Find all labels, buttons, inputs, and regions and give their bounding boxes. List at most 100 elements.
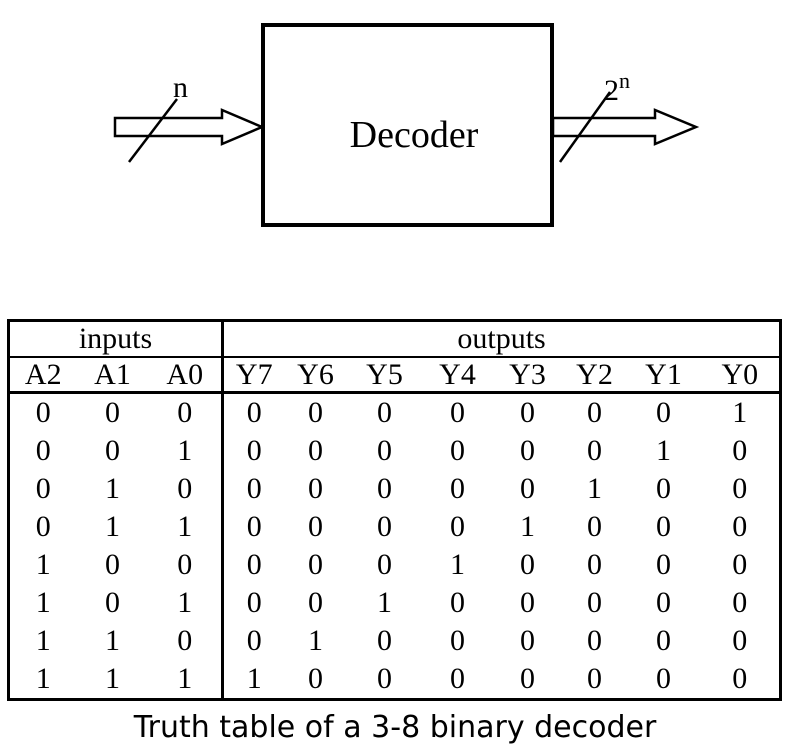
- output-cell: 0: [246, 396, 262, 429]
- output-bus-arrow: [551, 108, 700, 146]
- output-cell: 1: [308, 624, 323, 657]
- input-cell: 0: [148, 622, 224, 660]
- output-width-base: 2: [604, 74, 619, 107]
- output-cell: 0: [587, 548, 602, 581]
- input-cell: 0: [105, 548, 120, 581]
- output-cell: 0: [377, 662, 392, 695]
- output-cell: 0: [656, 548, 671, 581]
- output-cell: 1: [732, 396, 748, 429]
- output-cell: 0: [520, 396, 535, 429]
- output-cell: 0: [656, 586, 671, 619]
- input-cell: 1: [105, 510, 120, 543]
- output-cell: 0: [450, 510, 465, 543]
- input-cell: 0: [105, 396, 120, 429]
- input-cell: 1: [148, 584, 224, 622]
- input-cell: 1: [35, 624, 51, 657]
- input-cell: 1: [35, 586, 51, 619]
- input-cell: 1: [105, 624, 120, 657]
- output-cell: 0: [520, 472, 535, 505]
- input-cell: 1: [35, 662, 51, 695]
- input-cell: 1: [148, 432, 224, 470]
- output-cell: 0: [520, 624, 535, 657]
- output-column-header: Y2: [562, 357, 627, 394]
- output-cell: 1: [246, 662, 262, 695]
- output-cell: 0: [450, 624, 465, 657]
- output-cell: 0: [308, 434, 323, 467]
- output-cell: 0: [587, 624, 602, 657]
- input-cell: 0: [35, 510, 51, 543]
- output-cell: 0: [656, 624, 671, 657]
- outputs-group-header: outputs: [222, 320, 781, 358]
- input-cell: 0: [105, 586, 120, 619]
- output-cell: 0: [246, 472, 262, 505]
- output-cell: 0: [377, 434, 392, 467]
- output-cell: 0: [246, 548, 262, 581]
- output-cell: 0: [246, 624, 262, 657]
- output-column-header: Y5: [346, 357, 423, 394]
- input-width-label: n: [173, 71, 188, 104]
- output-cell: 0: [656, 472, 671, 505]
- input-column-header: A0: [148, 357, 224, 394]
- output-cell: 0: [308, 396, 323, 429]
- input-cell: 0: [35, 396, 51, 429]
- output-column-header: Y0: [700, 357, 781, 394]
- input-column-header: A1: [76, 357, 149, 394]
- output-bus-slash: [558, 91, 612, 163]
- output-column-header: Y1: [626, 357, 701, 394]
- output-cell: 0: [656, 662, 671, 695]
- output-cell: 0: [587, 396, 602, 429]
- inputs-group-header: inputs: [8, 320, 224, 358]
- output-cell: 0: [732, 472, 748, 505]
- output-cell: 0: [732, 662, 748, 695]
- input-cell: 0: [35, 434, 51, 467]
- output-cell: 0: [520, 548, 535, 581]
- input-cell: 1: [105, 472, 120, 505]
- output-cell: 0: [520, 662, 535, 695]
- output-cell: 0: [732, 586, 748, 619]
- output-column-header: Y4: [422, 357, 493, 394]
- output-cell: 0: [587, 434, 602, 467]
- output-cell: 0: [520, 586, 535, 619]
- input-bus-arrow: [113, 108, 266, 146]
- output-cell: 0: [246, 434, 262, 467]
- output-cell: 0: [656, 510, 671, 543]
- output-column-header: Y7: [222, 357, 285, 394]
- input-cell: 0: [148, 392, 224, 432]
- output-cell: 1: [450, 548, 465, 581]
- input-cell: 0: [105, 434, 120, 467]
- output-cell: 1: [587, 472, 602, 505]
- input-cell: 1: [105, 662, 120, 695]
- output-cell: 0: [377, 548, 392, 581]
- input-bus-slash: [128, 98, 178, 163]
- output-width-exponent: n: [619, 68, 630, 93]
- output-cell: 0: [246, 510, 262, 543]
- output-cell: 1: [520, 510, 535, 543]
- input-cell: 1: [148, 508, 224, 546]
- output-cell: 0: [732, 510, 748, 543]
- output-cell: 0: [377, 472, 392, 505]
- output-cell: 0: [587, 662, 602, 695]
- output-cell: 0: [450, 472, 465, 505]
- output-cell: 0: [377, 624, 392, 657]
- output-cell: 0: [450, 434, 465, 467]
- output-cell: 0: [308, 662, 323, 695]
- output-cell: 1: [656, 434, 671, 467]
- output-cell: 0: [732, 548, 748, 581]
- output-cell: 0: [450, 662, 465, 695]
- output-width-label: 2n: [604, 68, 630, 107]
- output-cell: 0: [656, 396, 671, 429]
- output-cell: 1: [377, 586, 392, 619]
- decoder-block: [261, 23, 554, 227]
- input-cell: 1: [148, 660, 224, 700]
- output-cell: 0: [377, 510, 392, 543]
- output-cell: 0: [308, 548, 323, 581]
